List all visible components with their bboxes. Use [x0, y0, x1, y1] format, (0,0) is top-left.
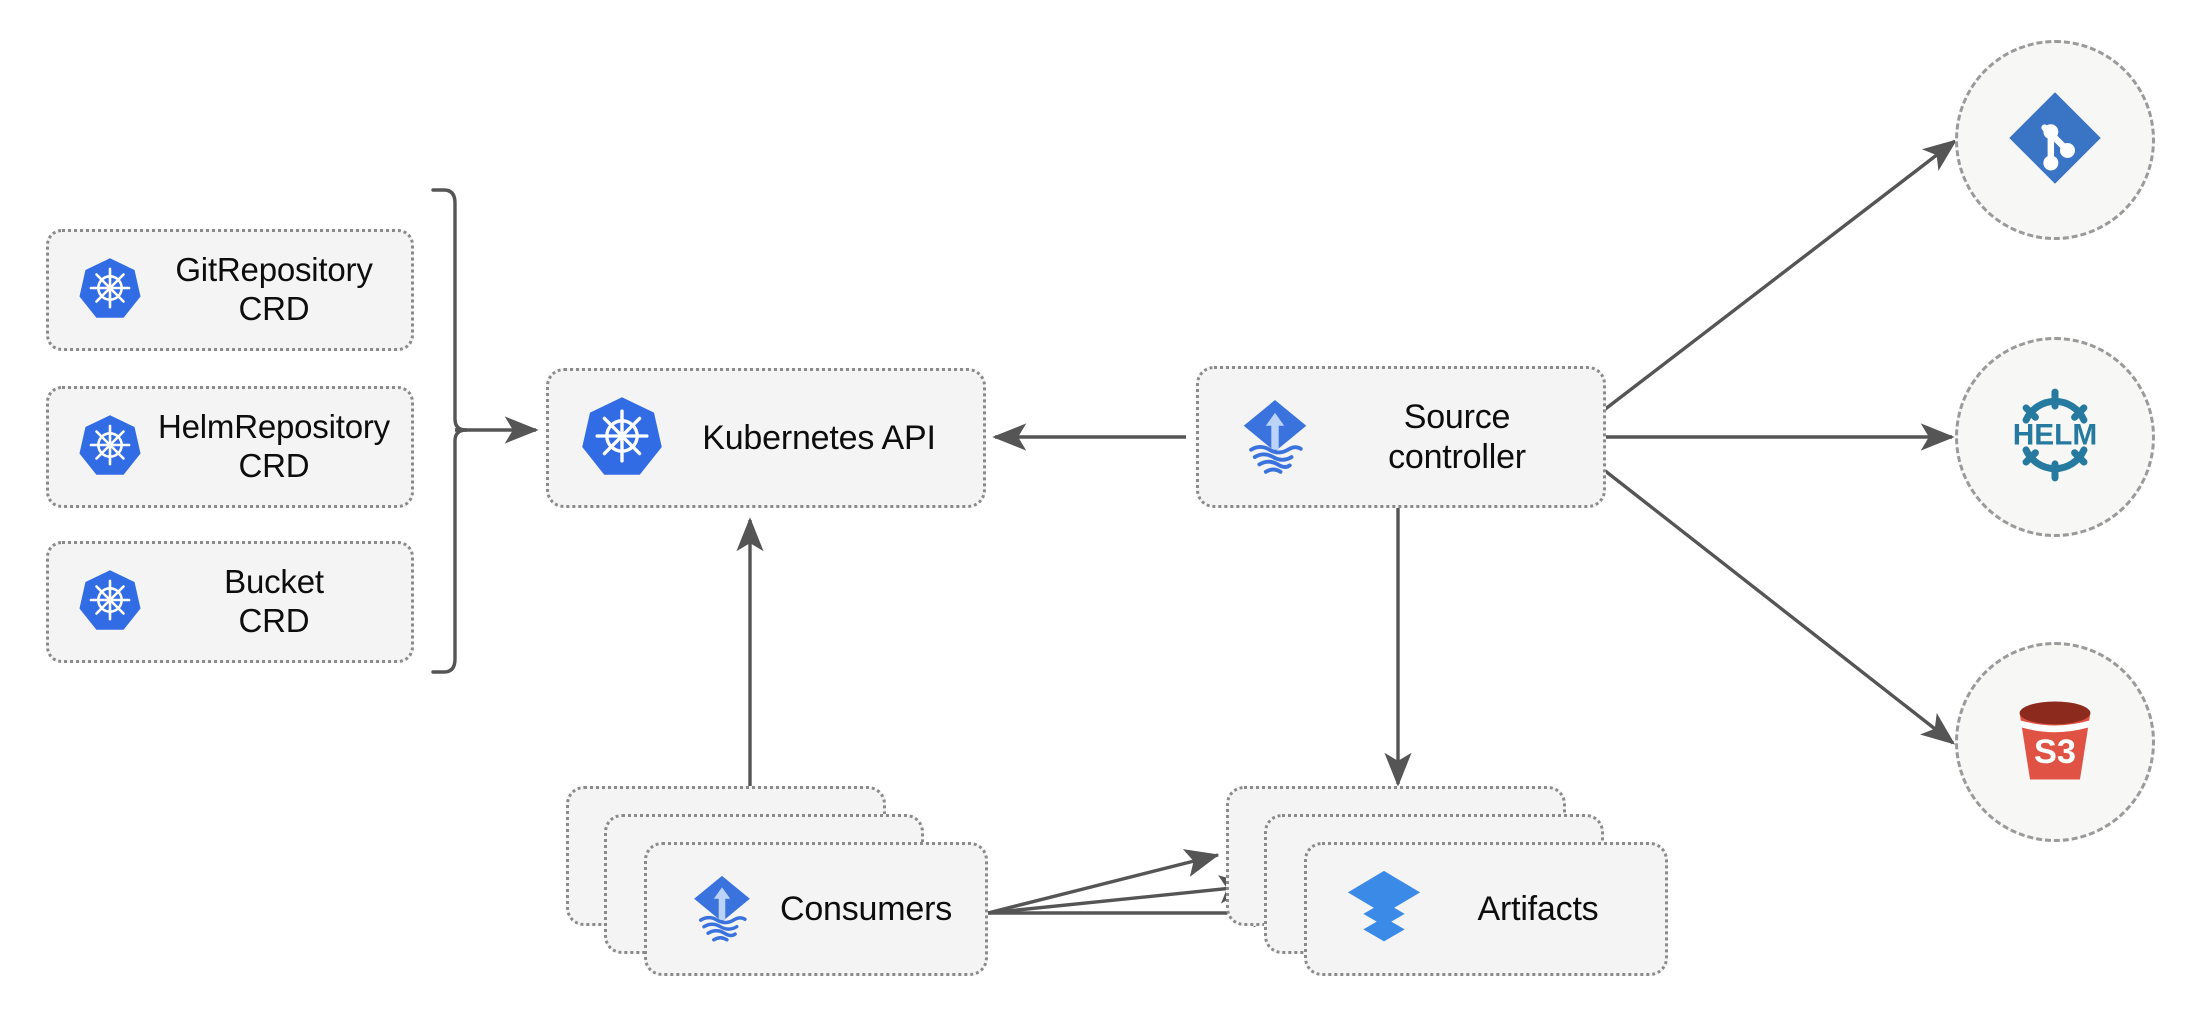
node-consumers-group[interactable]: Consumers: [566, 786, 988, 976]
kubernetes-icon: [77, 255, 143, 326]
node-helmrepository-crd[interactable]: HelmRepository CRD: [46, 386, 414, 508]
crd-label: Bucket CRD: [224, 563, 324, 639]
node-label: Kubernetes API: [702, 418, 936, 457]
node-helm-target[interactable]: HELM: [1955, 337, 2155, 537]
node-bucket-crd[interactable]: Bucket CRD: [46, 541, 414, 663]
s3-bucket-icon: S3: [2003, 688, 2107, 797]
s3-label: S3: [2034, 732, 2076, 770]
crd-label: GitRepository CRD: [175, 251, 373, 327]
node-artifacts[interactable]: Artifacts: [1304, 842, 1668, 976]
edge-source-to-git: [1602, 139, 1958, 412]
kubernetes-icon: [579, 393, 665, 484]
node-consumers[interactable]: Consumers: [644, 842, 988, 976]
node-kubernetes-api[interactable]: Kubernetes API: [546, 368, 986, 508]
node-artifacts-group[interactable]: Artifacts: [1226, 786, 1668, 976]
layers-icon: [1341, 864, 1427, 955]
node-git-target[interactable]: [1955, 40, 2155, 240]
kubernetes-icon: [77, 412, 143, 483]
node-label: Consumers: [779, 889, 953, 928]
crd-group-bracket: [431, 188, 468, 674]
node-label: Artifacts: [1477, 889, 1599, 928]
helm-label: HELM: [2013, 418, 2098, 451]
flux-icon: [681, 866, 763, 953]
node-source-controller[interactable]: Source controller: [1196, 366, 1606, 508]
node-label: Source controller: [1388, 397, 1526, 476]
kubernetes-icon: [77, 567, 143, 638]
node-s3-target[interactable]: S3: [1955, 642, 2155, 842]
edge-source-to-s3: [1602, 468, 1956, 745]
helm-icon: HELM: [1999, 379, 2111, 496]
flux-icon: [1229, 389, 1321, 486]
git-icon: [2003, 86, 2107, 195]
crd-label: HelmRepository CRD: [158, 408, 390, 484]
node-gitrepository-crd[interactable]: GitRepository CRD: [46, 229, 414, 351]
